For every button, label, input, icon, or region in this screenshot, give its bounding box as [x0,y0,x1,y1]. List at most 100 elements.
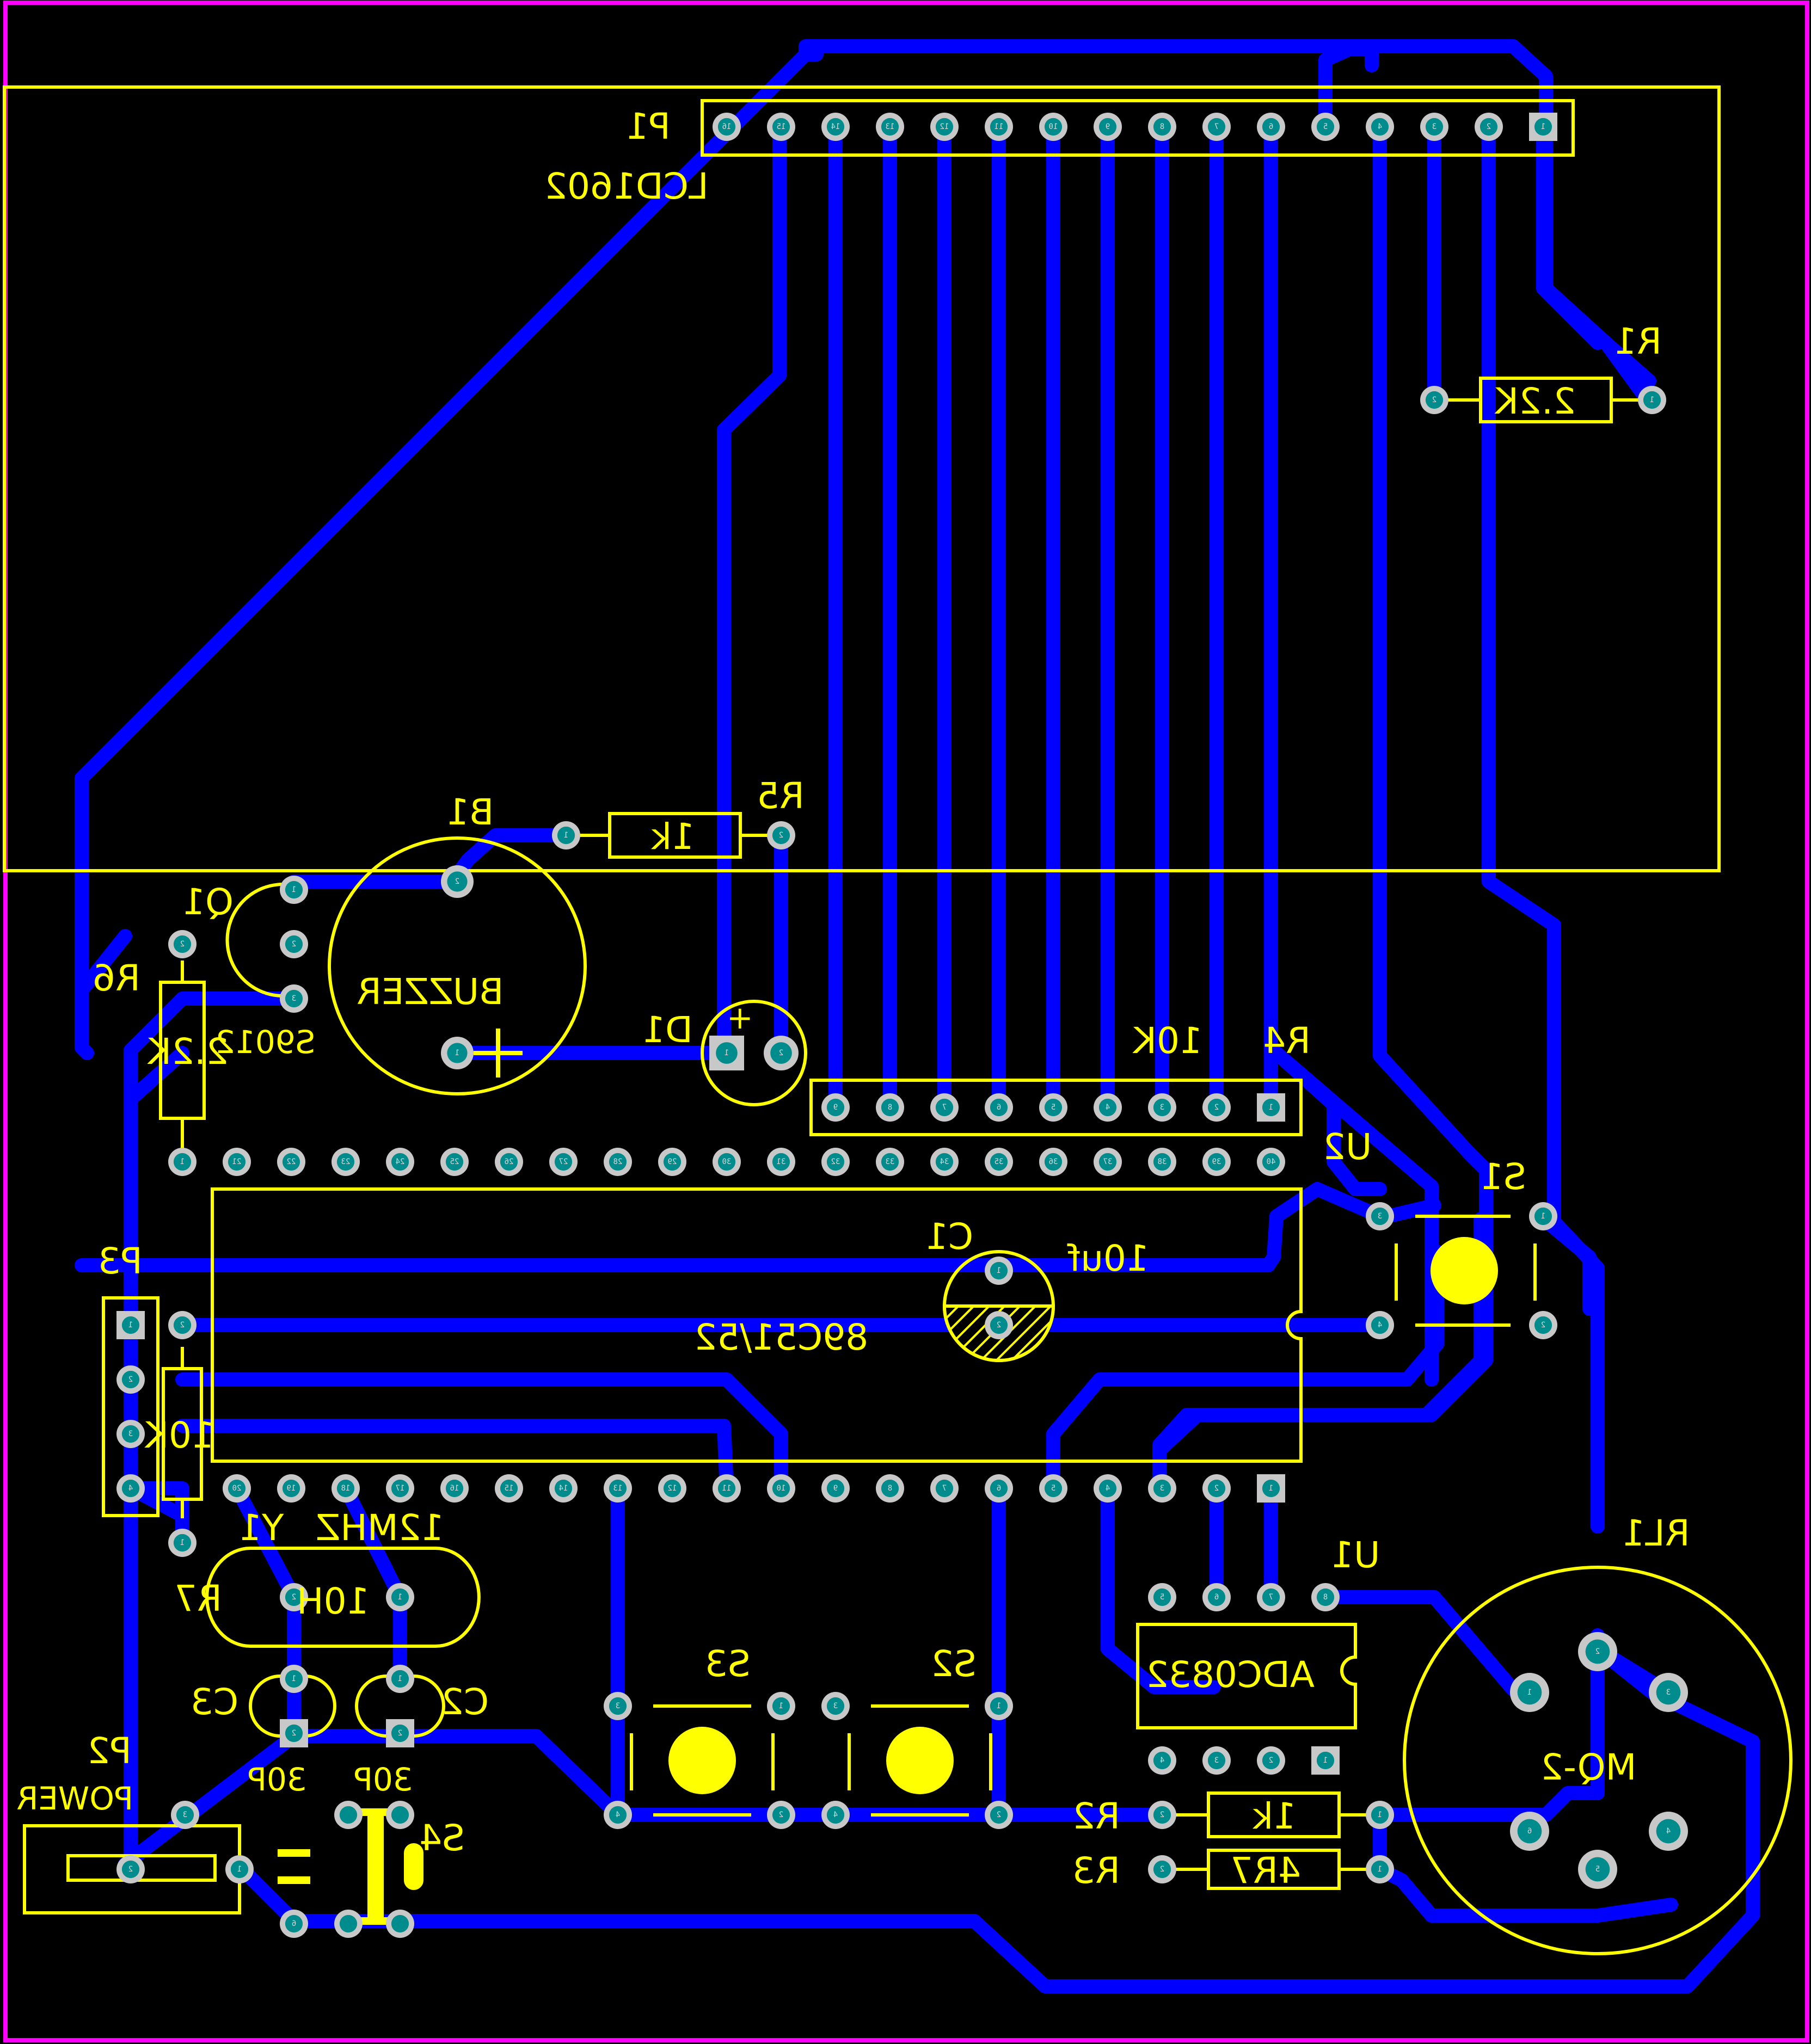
q1-pad: 1 [280,876,308,904]
r5-pad: 1 [552,821,580,849]
buzzer-pad: 1 [441,1037,474,1069]
c2-pad: 2 [386,1719,414,1747]
svg-text:1: 1 [997,1702,1001,1710]
svg-text:12: 12 [668,1484,677,1493]
svg-text:1: 1 [180,1158,185,1166]
svg-text:6: 6 [1527,1827,1532,1836]
q1-ref: Q1 [182,881,234,923]
svg-text:1: 1 [1378,1865,1382,1874]
r4-pad: 5 [1039,1093,1067,1122]
u2-ref: U2 [1323,1126,1372,1168]
svg-text:2: 2 [779,1049,783,1057]
r3-pad: 2 [1148,1855,1176,1883]
p1-pad: 6 [1257,113,1285,141]
svg-text:25: 25 [450,1158,459,1166]
r1-pad: 2 [1420,386,1448,414]
p2-value: POWER [16,1780,133,1817]
p2-ref: P2 [87,1730,132,1772]
svg-text:23: 23 [341,1158,351,1166]
adc-pad: 8 [1311,1583,1340,1611]
mcu-pad: 32 [821,1148,850,1176]
svg-text:33: 33 [886,1158,895,1166]
svg-text:24: 24 [396,1158,405,1166]
adc-pad: 3 [1202,1746,1231,1775]
p1-pad: 15 [767,113,795,141]
r4-pad: 3 [1148,1093,1176,1122]
svg-text:38: 38 [1158,1158,1167,1166]
r4-pad: 4 [1094,1093,1122,1122]
svg-text:7: 7 [942,1103,947,1112]
adc-body [1136,1623,1357,1729]
svg-text:3: 3 [616,1702,620,1710]
mcu-pad: 24 [386,1148,414,1176]
mcu-pad: 22 [277,1148,305,1176]
mcu-pad: 20 [223,1474,251,1503]
svg-text:10: 10 [1049,122,1058,131]
svg-text:2: 2 [292,940,296,949]
p1-pad: 9 [1094,113,1122,141]
mcu-pad: 19 [277,1474,305,1503]
r5-pad: 2 [767,821,795,849]
svg-text:32: 32 [831,1158,840,1166]
svg-text:4: 4 [1160,1756,1164,1765]
s1-ref: S1 [1481,1156,1526,1198]
u1-ref: U1 [1331,1534,1380,1576]
svg-text:2: 2 [997,1811,1001,1819]
svg-text:4: 4 [1106,1103,1110,1112]
svg-text:2: 2 [779,1811,783,1819]
s4-ref: S4 [419,1817,465,1859]
p1-header-box [701,99,1575,157]
p1-pad: 5 [1311,113,1340,141]
p3-pad: 2 [116,1365,145,1394]
svg-text:9: 9 [833,1484,838,1493]
svg-text:12: 12 [940,122,949,131]
r7-value: 10K [144,1414,214,1456]
r3-ref: R3 [1072,1850,1120,1892]
s2-pad: 1 [985,1692,1013,1720]
svg-text:3: 3 [833,1702,838,1710]
s2-ref: S2 [931,1643,977,1685]
b1-value: BUZZER [357,971,504,1013]
svg-text:14: 14 [831,122,840,131]
svg-text:2: 2 [997,1321,1001,1329]
mq2-pad: 3 [1649,1673,1688,1712]
r2-value: 1k [1252,1795,1296,1837]
svg-text:2: 2 [180,940,185,949]
svg-text:30: 30 [722,1158,732,1166]
mcu-pad: 26 [495,1148,523,1176]
mcu-pad: 23 [331,1148,360,1176]
r4-pad: 8 [876,1093,904,1122]
svg-text:3: 3 [1160,1484,1164,1493]
c2-outline [355,1674,387,1738]
svg-text:2: 2 [1160,1811,1164,1819]
y1-body: 10H [297,1580,370,1622]
svg-text:1: 1 [1323,1756,1328,1765]
buzzer-pad: 2 [441,865,474,898]
svg-text:3: 3 [1378,1212,1382,1221]
svg-text:9: 9 [1106,122,1110,131]
adc-pad: 1 [1311,1746,1340,1775]
r3-value: 4R7 [1230,1850,1301,1892]
q1-outline [225,883,284,998]
p1-pad: 13 [876,113,904,141]
svg-text:2: 2 [1595,1647,1600,1656]
svg-text:3: 3 [183,1811,187,1819]
mcu-pad: 39 [1202,1148,1231,1176]
svg-text:1: 1 [455,1049,459,1057]
c3-ref: C3 [191,1681,238,1723]
svg-text:2: 2 [398,1729,402,1738]
u2-value: 89C51/52 [694,1316,868,1358]
adc-pad: 7 [1257,1583,1285,1611]
svg-text:18: 18 [341,1484,351,1493]
d1-pad: 1 [709,1036,744,1070]
svg-text:21: 21 [232,1158,242,1166]
mq2-pad: 2 [1578,1632,1617,1671]
mcu-pad: 8 [876,1474,904,1503]
p3-pad: 3 [116,1420,145,1448]
p1-pad: 16 [713,113,741,141]
svg-text:5: 5 [1051,1484,1055,1493]
rl1-value: MQ-2 [1540,1746,1637,1788]
svg-text:4: 4 [1378,1321,1382,1329]
svg-text:40: 40 [1267,1158,1276,1166]
c3-outline [249,1674,281,1738]
